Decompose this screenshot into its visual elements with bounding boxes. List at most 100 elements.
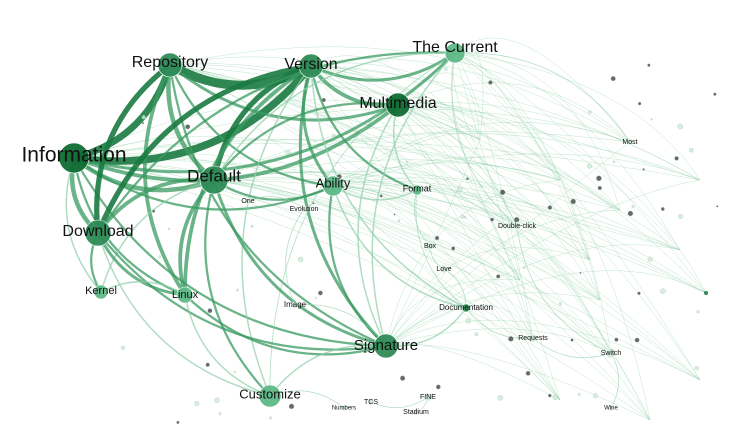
background-edge-126	[332, 177, 591, 261]
node-requests[interactable]	[528, 333, 538, 343]
node-love[interactable]	[439, 264, 449, 274]
node-label-the-current: The Current	[412, 39, 498, 56]
node-numbers[interactable]	[340, 404, 348, 412]
background-edge-58	[454, 52, 701, 381]
minor-node-dot	[207, 308, 213, 314]
edge-linux-kernel	[100, 280, 186, 296]
minor-node-dot	[642, 168, 645, 171]
background-edge-31	[310, 65, 701, 181]
minor-node-dot	[637, 291, 641, 295]
node-wine[interactable]	[607, 404, 615, 412]
background-edge-50	[454, 52, 621, 211]
node-version[interactable]	[298, 53, 324, 79]
background-edge-43	[169, 64, 651, 421]
minor-node-dot	[614, 337, 619, 342]
background-edge-49	[454, 37, 631, 143]
background-edge-121	[332, 185, 561, 401]
minor-node-dot	[577, 392, 581, 396]
node-multimedia[interactable]	[385, 92, 411, 118]
background-edge-110	[385, 247, 591, 347]
minor-node-dot	[570, 198, 576, 205]
background-edge-120	[332, 185, 601, 301]
minor-node-dot	[167, 227, 171, 230]
edge-download-customize	[97, 232, 271, 397]
background-edge-62	[454, 52, 591, 261]
node-kernel[interactable]	[93, 284, 109, 300]
node-fine[interactable]	[423, 392, 433, 402]
background-edge-46	[169, 64, 591, 261]
minor-node-dot	[548, 393, 552, 398]
node-label-image: Image	[284, 300, 307, 309]
edge-most-the-current	[454, 52, 631, 143]
background-edge-64	[397, 104, 707, 294]
node-information[interactable]	[58, 142, 90, 174]
node-ability[interactable]	[322, 175, 344, 197]
minor-node-dot	[460, 214, 465, 219]
minor-node-dot	[547, 205, 553, 210]
minor-node-dot	[490, 217, 494, 222]
node-one[interactable]	[244, 197, 252, 205]
edge-version-documentation	[310, 65, 467, 309]
edge-download-signature	[96, 231, 388, 351]
node-tcs[interactable]	[367, 398, 375, 406]
node-box[interactable]	[425, 241, 435, 251]
node-signature[interactable]	[373, 333, 399, 359]
edge-repository-default	[166, 62, 217, 183]
node-label-most: Most	[622, 139, 637, 146]
background-edge-63	[454, 52, 701, 181]
minor-node-dot	[474, 332, 479, 337]
edge-repository-download	[94, 62, 173, 236]
edge-evolution-one	[247, 196, 305, 210]
minor-node-dot	[250, 224, 254, 228]
background-edge-98	[385, 209, 621, 347]
minor-node-dot	[647, 256, 653, 262]
background-edge-117	[332, 167, 518, 227]
node-label-linux: Linux	[172, 289, 199, 301]
minor-node-dot	[176, 420, 180, 424]
background-edge-99	[385, 179, 561, 347]
node-download[interactable]	[84, 219, 112, 247]
edge-version-ability	[301, 64, 335, 188]
edge-information-version	[70, 62, 315, 165]
node-repository[interactable]	[157, 52, 183, 78]
node-label-multimedia: Multimedia	[359, 95, 436, 112]
minor-node-dot	[716, 205, 719, 208]
edge-version-the-current	[309, 51, 457, 82]
node-evolution[interactable]	[300, 205, 308, 213]
minor-node-dot	[479, 184, 483, 189]
background-edge-5	[73, 136, 518, 227]
node-most[interactable]	[626, 138, 634, 146]
background-edge-111	[385, 179, 701, 347]
minor-node-dot	[660, 207, 665, 211]
minor-node-dot	[214, 397, 220, 403]
minor-node-dot	[185, 124, 191, 130]
edge-ability-documentation	[332, 185, 467, 309]
node-image[interactable]	[291, 301, 299, 309]
edge-the-current-customize	[269, 52, 456, 397]
node-stadium[interactable]	[412, 408, 420, 416]
minor-node-dot	[435, 235, 440, 241]
node-format[interactable]	[411, 184, 423, 196]
background-edge-52	[454, 52, 681, 251]
minor-node-dot	[678, 213, 684, 219]
node-customize[interactable]	[258, 384, 282, 408]
node-the-current[interactable]	[444, 42, 466, 64]
node-switch[interactable]	[605, 347, 617, 359]
node-linux[interactable]	[176, 286, 194, 304]
node-documentation[interactable]	[461, 303, 471, 313]
background-edge-79	[397, 102, 701, 181]
edge-format-documentation	[415, 189, 467, 309]
edge-the-current-download	[96, 51, 457, 235]
node-label-signature: Signature	[354, 337, 418, 354]
minor-node-dot	[499, 189, 506, 195]
node-label-kernel: Kernel	[85, 285, 117, 297]
background-edge-74	[397, 104, 701, 381]
minor-node-dot	[514, 217, 520, 223]
minor-node-dot	[497, 395, 504, 401]
minor-node-dot	[525, 370, 531, 376]
node-label-one: One	[241, 198, 254, 205]
edge-requests-switch	[532, 337, 612, 359]
minor-node-dot	[694, 366, 699, 371]
node-double-click[interactable]	[512, 221, 522, 231]
node-default[interactable]	[199, 165, 229, 195]
